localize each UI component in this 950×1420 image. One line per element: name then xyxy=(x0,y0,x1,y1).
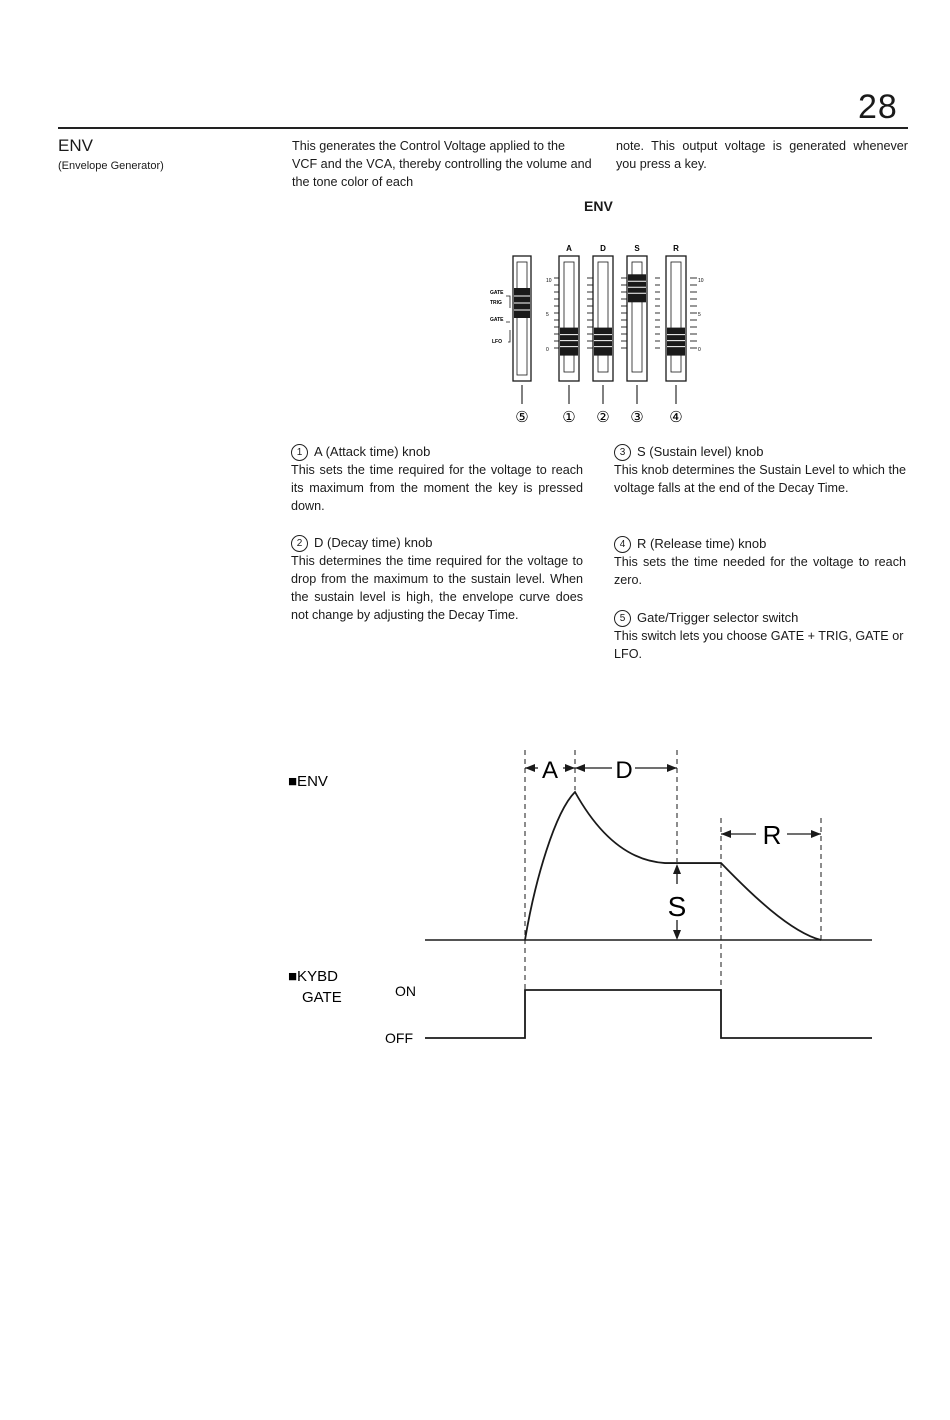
slider-label-a: A xyxy=(566,244,572,253)
envelope-curve xyxy=(524,790,822,941)
switch-label-gate-top: GATE xyxy=(490,290,504,296)
intro-text-col2: note. This output voltage is generated w… xyxy=(616,139,908,171)
callout-4: ④ xyxy=(669,409,682,426)
knob-release-text: This sets the time needed for the voltag… xyxy=(614,555,906,587)
gate-label: GATE xyxy=(302,989,342,1006)
slider-a[interactable] xyxy=(558,255,580,382)
kybd-label: ■KYBD xyxy=(288,968,338,985)
circled-number-4: 4 xyxy=(614,536,631,553)
panel-figure-title: ENV xyxy=(584,198,613,214)
callout-3: ③ xyxy=(630,409,643,426)
scale-label-0-right: 0 xyxy=(698,347,701,353)
scale-label-5: 5 xyxy=(546,312,549,318)
section-subtitle: (Envelope Generator) xyxy=(58,160,164,172)
knob-attack-desc: 1 A (Attack time) knob This sets the time… xyxy=(291,443,583,515)
knob-decay-title: D (Decay time) knob xyxy=(314,535,433,550)
switch-title: Gate/Trigger selector switch xyxy=(637,610,799,625)
scale-label-0: 0 xyxy=(546,347,549,353)
circled-number-1: 1 xyxy=(291,444,308,461)
knob-sustain-desc: 3 S (Sustain level) knob This knob determ… xyxy=(614,443,906,497)
scale-label-10-right: 10 xyxy=(698,278,704,284)
on-label: ON xyxy=(395,983,416,999)
switch-label-gate: GATE xyxy=(490,317,504,323)
envelope-diagram: ■ENV ■KYBD GATE ON OFF A D S R xyxy=(288,750,872,1046)
knob-attack-text: This sets the time required for the volt… xyxy=(291,463,583,513)
gate-trigger-switch[interactable] xyxy=(512,255,532,382)
knob-sustain-text: This knob determines the Sustain Level t… xyxy=(614,463,906,495)
slider-knob-a[interactable] xyxy=(560,327,578,356)
knob-release-desc: 4 R (Release time) knob This sets the tim… xyxy=(614,535,906,589)
gate-signal xyxy=(425,989,872,1039)
env-panel-illustration: A D S R GATE TRIG GATE LFO 10 5 0 10 5 0… xyxy=(490,244,704,426)
slider-knob-r[interactable] xyxy=(667,327,685,356)
callout-1: ① xyxy=(562,409,575,426)
slider-label-r: R xyxy=(673,244,679,253)
header-rule xyxy=(58,127,908,129)
callout-5: ⑤ xyxy=(515,409,528,426)
knob-sustain-title: S (Sustain level) knob xyxy=(637,444,764,459)
knob-decay-text: This determines the time required for th… xyxy=(291,554,583,622)
release-segment-label: R xyxy=(763,820,782,850)
env-label: ■ENV xyxy=(288,773,328,790)
slider-label-d: D xyxy=(600,244,606,253)
slider-knob-d[interactable] xyxy=(594,327,612,356)
knob-release-title: R (Release time) knob xyxy=(637,536,767,551)
circled-number-5: 5 xyxy=(614,610,631,627)
slider-label-s: S xyxy=(634,244,640,253)
callout-2: ② xyxy=(596,409,609,426)
slider-r[interactable] xyxy=(665,255,687,382)
knob-decay-desc: 2 D (Decay time) knob This determines the… xyxy=(291,534,583,624)
knob-attack-title: A (Attack time) knob xyxy=(314,444,431,459)
slider-s[interactable] xyxy=(626,255,648,382)
intro-text-col1: This generates the Control Voltage appli… xyxy=(292,139,592,189)
circled-number-3: 3 xyxy=(614,444,631,461)
switch-label-lfo: LFO xyxy=(492,339,502,345)
slider-knob-s[interactable] xyxy=(628,274,646,303)
switch-label-trig: TRIG xyxy=(490,300,502,306)
decay-segment-label: D xyxy=(615,757,632,784)
sustain-segment-label: S xyxy=(668,891,687,922)
circled-number-2: 2 xyxy=(291,535,308,552)
scale-label-10: 10 xyxy=(546,278,552,284)
section-title: ENV xyxy=(58,136,93,155)
page-number: 28 xyxy=(858,88,898,126)
switch-text: This switch lets you choose GATE + TRIG,… xyxy=(614,629,904,661)
slider-d[interactable] xyxy=(592,255,614,382)
attack-segment-label: A xyxy=(542,757,558,784)
scale-label-5-right: 5 xyxy=(698,312,701,318)
off-label: OFF xyxy=(385,1030,413,1046)
gate-trigger-switch-desc: 5 Gate/Trigger selector switch This switc… xyxy=(614,609,906,663)
